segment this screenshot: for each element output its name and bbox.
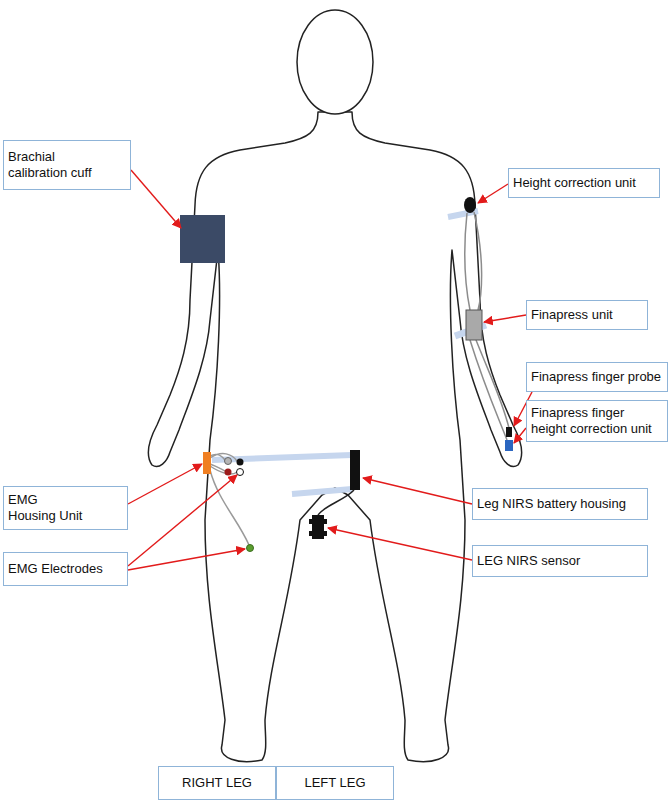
callout-text: Height correction unit — [513, 175, 636, 191]
emg-housing — [203, 452, 211, 474]
callout-text: RIGHT LEG — [182, 775, 252, 791]
emg-wire — [210, 466, 237, 474]
callout-box: Leg NIRS battery housing — [472, 488, 648, 520]
nirs-sensor-tab — [309, 531, 327, 536]
finapress-wire — [465, 213, 470, 310]
callout-text: Leg NIRS battery housing — [477, 496, 626, 512]
emg-wire — [210, 454, 237, 461]
leader-arrow — [484, 315, 526, 322]
callout-box: Finapress finger probe — [526, 362, 668, 392]
emg-electrode — [237, 469, 244, 476]
finapress-wire — [474, 212, 482, 310]
leader-arrow — [131, 170, 181, 228]
callout-text: Finapress finger probe — [531, 369, 661, 385]
nirs-battery — [350, 450, 360, 490]
arm-strap — [448, 211, 478, 217]
nirs-sensor-tab — [309, 519, 327, 524]
brachial-cuff — [180, 215, 225, 263]
nirs-wire — [318, 490, 354, 515]
callout-box: RIGHT LEG — [158, 766, 276, 800]
callout-text: Finapress finger height correction unit — [531, 405, 663, 437]
callout-box: Finapress unit — [526, 300, 648, 330]
callout-text: Brachial calibration cuff — [8, 149, 108, 181]
thigh-strap — [292, 489, 352, 494]
height-correction-unit — [464, 197, 476, 213]
callout-box: EMG Housing Unit — [3, 486, 128, 530]
head-outline — [297, 10, 373, 114]
callout-text: LEFT LEG — [304, 775, 365, 791]
finapress-unit — [466, 310, 482, 340]
leader-arrow — [328, 528, 472, 560]
callout-box: Brachial calibration cuff — [3, 140, 131, 190]
finger-height-unit — [505, 440, 513, 451]
callout-box: Finapress finger height correction unit — [526, 400, 668, 442]
body-outline — [148, 112, 521, 762]
finapress-wire — [470, 340, 507, 440]
leader-arrow — [128, 475, 237, 566]
finger-probe — [506, 427, 512, 437]
callout-box: LEG NIRS sensor — [472, 545, 648, 577]
finapress-wire — [476, 340, 509, 428]
leader-arrow — [478, 184, 508, 203]
leader-arrow — [128, 464, 202, 504]
callout-text: Finapress unit — [531, 307, 613, 323]
emg-electrode — [237, 459, 244, 466]
callout-box: Height correction unit — [508, 168, 660, 198]
emg-electrode — [247, 545, 254, 552]
leader-arrow — [128, 549, 245, 570]
callout-text: EMG Electrodes — [8, 561, 103, 577]
emg-electrode — [225, 458, 232, 465]
leader-arrow — [363, 478, 472, 504]
callout-text: LEG NIRS sensor — [477, 553, 580, 569]
emg-electrode — [225, 469, 232, 476]
leader-arrow — [514, 428, 526, 443]
callout-box: EMG Electrodes — [3, 552, 128, 586]
callout-text: EMG Housing Unit — [8, 492, 86, 524]
callout-box: LEFT LEG — [276, 766, 394, 800]
